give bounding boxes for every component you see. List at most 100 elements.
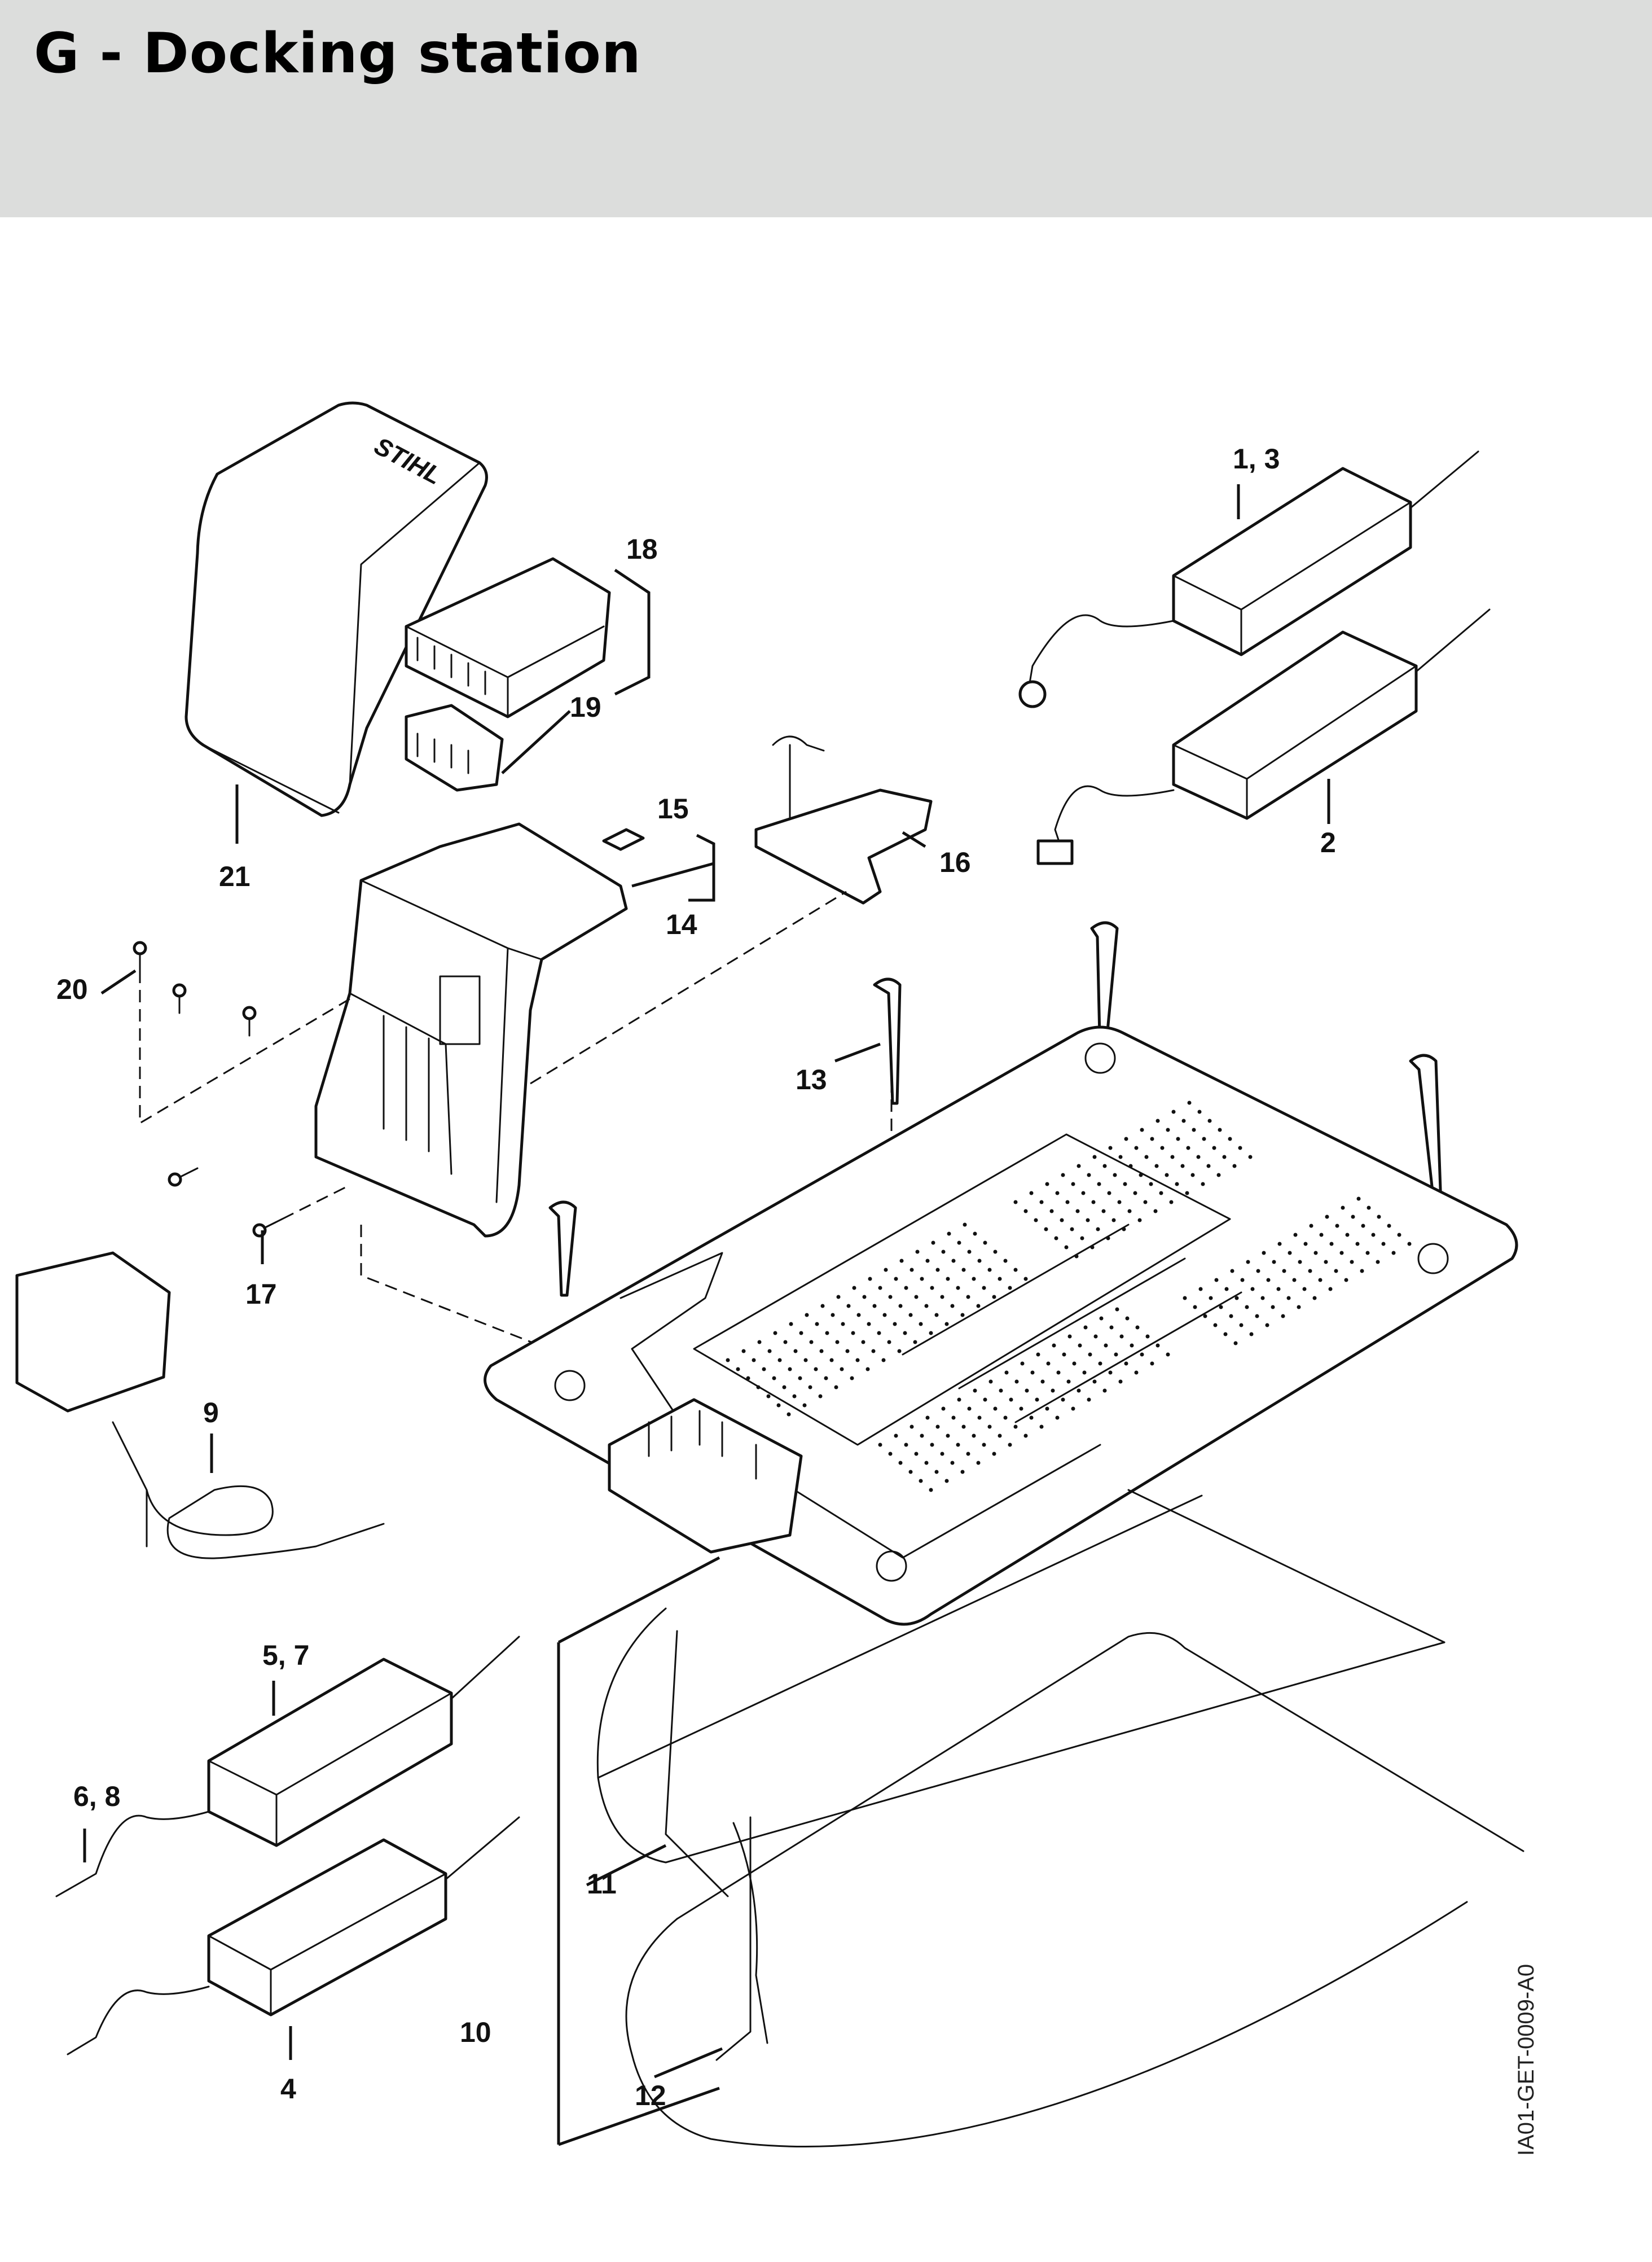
perforation-dot — [1074, 1254, 1079, 1259]
perforation-dot — [1224, 1287, 1229, 1291]
callout-6-8: 6, 8 — [73, 1781, 120, 1812]
perforation-dot — [850, 1376, 854, 1380]
perforation-dot — [993, 1406, 998, 1411]
perforation-dot — [1061, 1173, 1065, 1177]
perforation-dot — [782, 1385, 787, 1389]
perforation-dot — [1160, 1146, 1165, 1150]
perforation-dot — [1137, 1218, 1142, 1222]
perforation-dot — [1229, 1314, 1233, 1318]
perforation-dot — [966, 1295, 970, 1299]
perforation-dot — [852, 1286, 856, 1290]
perforation-dot — [819, 1349, 824, 1353]
perforation-dot — [1170, 1155, 1175, 1159]
perforation-dot — [1051, 1388, 1055, 1393]
perforation-dot — [1086, 1218, 1090, 1222]
callout-18: 18 — [626, 533, 658, 565]
perforation-dot — [1077, 1388, 1081, 1393]
perforation-dot — [1155, 1119, 1160, 1123]
cover-hood: STIHL — [184, 401, 488, 817]
perforation-dot — [899, 1259, 904, 1263]
perforation-dot — [1130, 1343, 1134, 1348]
leader-lines — [83, 484, 1330, 2146]
perforation-dot — [894, 1434, 898, 1438]
perforation-dot — [1303, 1242, 1308, 1246]
perforation-dot — [1081, 1191, 1086, 1195]
perforation-dot — [845, 1349, 850, 1353]
perforation-dot — [1080, 1236, 1084, 1240]
perforation-dot — [1066, 1379, 1071, 1384]
perforation-dot — [944, 1479, 949, 1483]
perforation-dot — [935, 1268, 940, 1272]
callout-13: 13 — [796, 1064, 827, 1095]
perforation-dot — [1377, 1215, 1381, 1219]
perforation-dot — [1091, 1200, 1096, 1204]
perforation-dot — [888, 1295, 893, 1299]
perforation-dot — [746, 1376, 750, 1380]
perforation-dot — [1008, 1443, 1012, 1447]
perforation-dot — [947, 1231, 951, 1236]
perforation-dot — [836, 1295, 841, 1299]
callout-19: 19 — [570, 691, 601, 723]
perforation-dot — [925, 1259, 930, 1263]
callout-17: 17 — [245, 1278, 277, 1310]
perforation-dot — [1077, 1164, 1081, 1168]
perforation-dot — [1302, 1287, 1307, 1291]
perforation-dot — [1282, 1269, 1286, 1273]
perforation-dot — [1072, 1361, 1077, 1366]
perforation-dot — [1097, 1182, 1101, 1186]
perforation-dot — [1387, 1224, 1391, 1228]
perforation-dot — [1144, 1155, 1149, 1159]
perforation-dot — [1193, 1305, 1197, 1309]
perforation-dot — [1150, 1361, 1154, 1366]
perforation-dot — [877, 1331, 881, 1335]
perforation-dot — [973, 1388, 977, 1393]
perforation-dot — [815, 1322, 819, 1326]
electronics-board — [405, 557, 611, 718]
perforation-dot — [966, 1452, 970, 1456]
perforation-dot — [1309, 1224, 1313, 1228]
perforation-dot — [840, 1367, 844, 1371]
perforation-dot — [1064, 1245, 1069, 1250]
perforation-dot — [884, 1268, 888, 1272]
perforation-dot — [929, 1331, 933, 1335]
perforation-dot — [1008, 1286, 1012, 1290]
ground-pegs — [548, 921, 1443, 1297]
perforation-dot — [1134, 1146, 1139, 1150]
perforation-dot — [930, 1286, 934, 1290]
charger-4 — [67, 1816, 520, 2055]
perforation-dot — [941, 1250, 946, 1254]
perforation-dot — [1361, 1224, 1365, 1228]
perforation-dot — [1099, 1316, 1104, 1321]
callout-1-3: 1, 3 — [1233, 443, 1280, 475]
perforation-dot — [1087, 1173, 1091, 1177]
perforation-dot — [1187, 1101, 1192, 1105]
perforation-dot — [1108, 1146, 1113, 1150]
perforation-dot — [893, 1322, 897, 1326]
perforation-dot — [1049, 1209, 1054, 1213]
perforation-dot — [1030, 1370, 1035, 1375]
perforation-dot — [1009, 1397, 1013, 1402]
perforation-dot — [1190, 1173, 1195, 1177]
guide-wires — [596, 1489, 1524, 2147]
perforation-dot — [762, 1367, 766, 1371]
perforation-dot — [855, 1358, 860, 1362]
perforation-dot — [1062, 1352, 1066, 1357]
perforation-dot — [910, 1424, 914, 1429]
perforation-dot — [1019, 1406, 1023, 1411]
perforation-dot — [1070, 1227, 1074, 1231]
perforation-dot — [1240, 1278, 1245, 1282]
perforation-dot — [1292, 1278, 1297, 1282]
perforation-dot — [919, 1479, 923, 1483]
perforation-dot — [914, 1295, 919, 1299]
perforation-dot — [1071, 1406, 1075, 1411]
perforation-dot — [961, 1268, 966, 1272]
perforation-dot — [767, 1349, 772, 1353]
perforation-dot — [824, 1376, 828, 1380]
perforation-dot — [956, 1443, 960, 1447]
perforation-dot — [752, 1358, 756, 1362]
perforation-dot — [1140, 1128, 1144, 1132]
perforation-dot — [992, 1295, 996, 1299]
perforation-dot — [1102, 1388, 1107, 1393]
baseplate — [484, 1025, 1518, 1626]
perforation-dot — [1249, 1332, 1254, 1336]
